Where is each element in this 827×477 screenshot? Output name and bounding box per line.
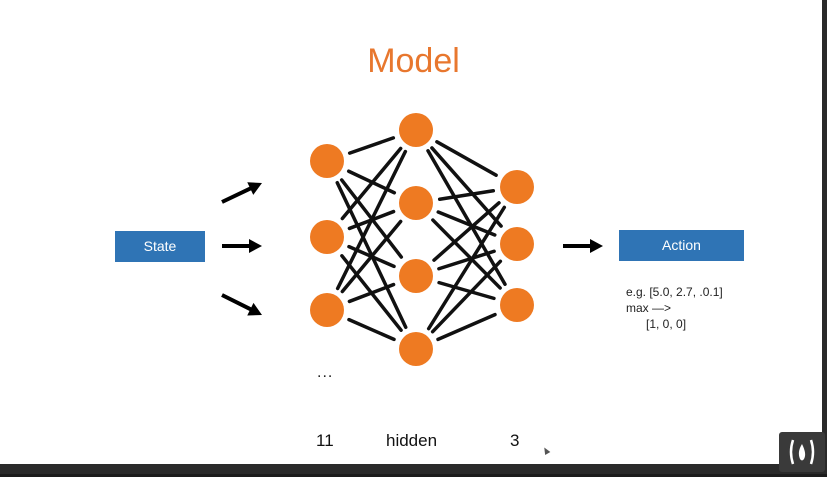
- edge-l1-1-1: [436, 210, 497, 237]
- output-arrow-icon: [563, 239, 603, 253]
- slide: Model State Action e.g. [5.0, 2.7, .0.1]…: [0, 0, 822, 464]
- neuron-node-l1-2: [399, 259, 433, 293]
- ellipsis: ...: [317, 364, 334, 381]
- edge-l0-2-3: [347, 317, 396, 342]
- frame-bottom-edge: [0, 464, 827, 474]
- slide-title: Model: [367, 42, 460, 80]
- state-box: State: [115, 231, 205, 262]
- edge-l1-2-2: [437, 280, 496, 301]
- frame-right-edge: [822, 0, 827, 474]
- neuron-node-l0-2: [310, 293, 344, 327]
- edge-l1-0-2: [426, 149, 507, 286]
- neuron-node-l0-1: [310, 220, 344, 254]
- edge-l1-3-0: [426, 205, 507, 331]
- input-arrow-down-icon: [221, 293, 262, 316]
- example-line-3: [1, 0, 0]: [626, 317, 687, 331]
- edge-l1-3-2: [436, 312, 497, 342]
- neuron-node-l1-1: [399, 186, 433, 220]
- edge-l1-2-1: [437, 249, 496, 271]
- neuron-node-l0-0: [310, 144, 344, 178]
- neuron-node-l1-0: [399, 113, 433, 147]
- edge-l1-0-0: [435, 140, 498, 177]
- edge-l1-2-0: [432, 201, 501, 262]
- output-layer-label: 3: [510, 431, 520, 450]
- example-line-2: max —>: [626, 301, 672, 315]
- action-example: e.g. [5.0, 2.7, .0.1] max —> [1, 0, 0]: [626, 284, 723, 332]
- flame-logo-icon: [779, 432, 825, 472]
- example-line-1: e.g. [5.0, 2.7, .0.1]: [626, 285, 723, 299]
- edge-l0-2-2: [347, 282, 396, 304]
- hidden-layer-label: hidden: [386, 431, 438, 450]
- edge-l0-2-0: [335, 149, 408, 291]
- input-arrow-up-icon: [221, 182, 262, 204]
- edge-l1-1-2: [431, 218, 502, 290]
- input-layer-label: 11: [316, 431, 334, 450]
- neuron-node-l2-2: [500, 288, 534, 322]
- action-box: Action: [619, 230, 744, 261]
- neuron-node-l2-1: [500, 227, 534, 261]
- neuron-node-l2-0: [500, 170, 534, 204]
- edge-l1-3-1: [430, 259, 503, 334]
- network-diagram: [221, 113, 603, 366]
- edge-l0-2-1: [340, 219, 403, 294]
- input-arrow-mid-icon: [222, 239, 262, 253]
- edge-l0-0-0: [347, 136, 396, 155]
- edge-l0-1-0: [340, 146, 403, 221]
- neuron-node-l1-3: [399, 332, 433, 366]
- edge-l1-1-0: [437, 189, 496, 201]
